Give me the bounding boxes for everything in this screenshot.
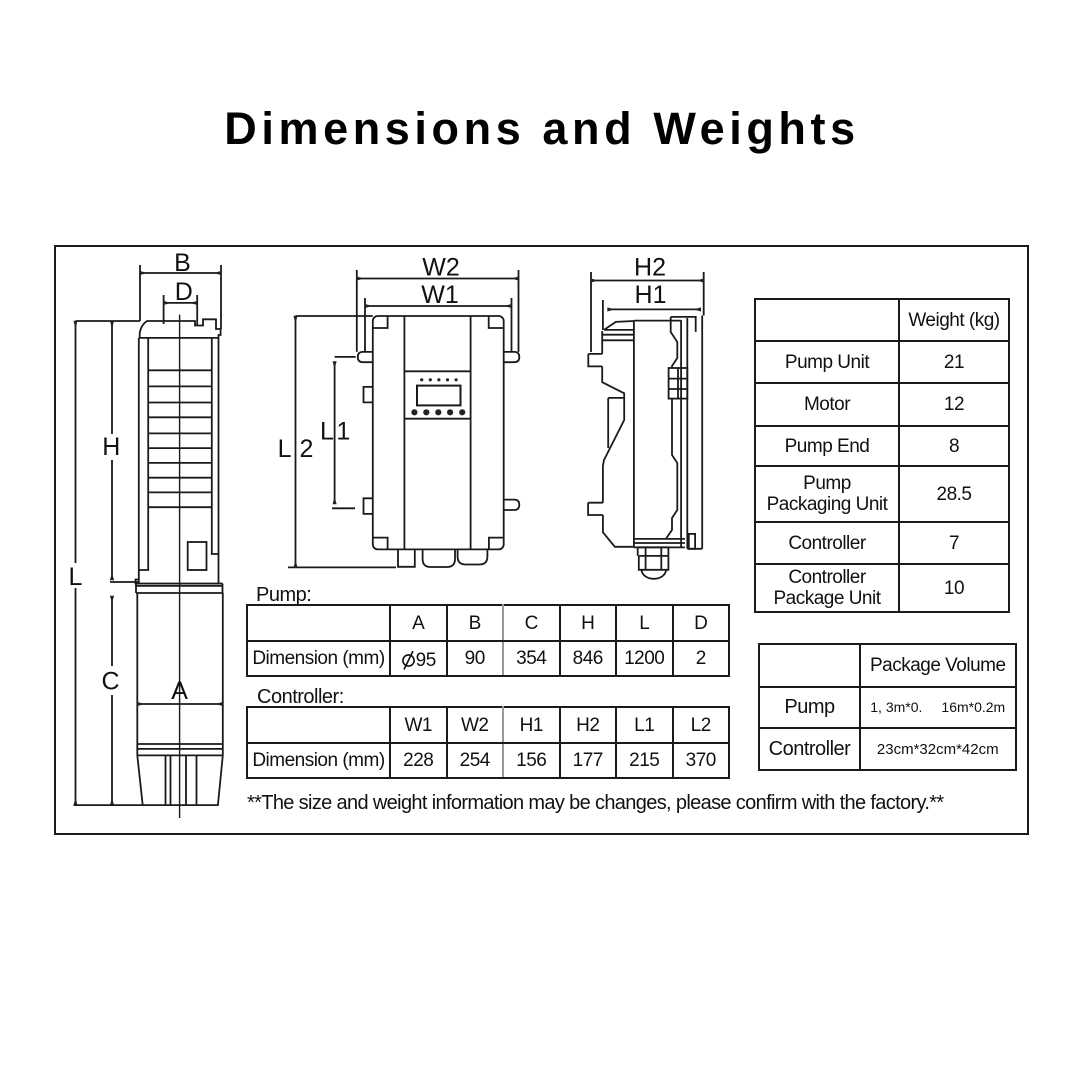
svg-text:L: L [69,563,83,591]
svg-text:H1: H1 [635,281,667,309]
svg-text:W1: W1 [421,281,459,309]
svg-text:1: 1 [336,417,350,445]
svg-text:A: A [171,677,188,705]
svg-text:H2: H2 [634,254,666,282]
svg-text:C: C [101,668,119,696]
svg-text:L: L [320,417,334,445]
svg-text:H: H [102,433,120,461]
svg-text:2: 2 [300,435,314,463]
svg-text:B: B [174,249,191,277]
svg-text:W2: W2 [422,254,460,282]
svg-text:L: L [278,435,292,463]
svg-text:D: D [175,278,193,306]
